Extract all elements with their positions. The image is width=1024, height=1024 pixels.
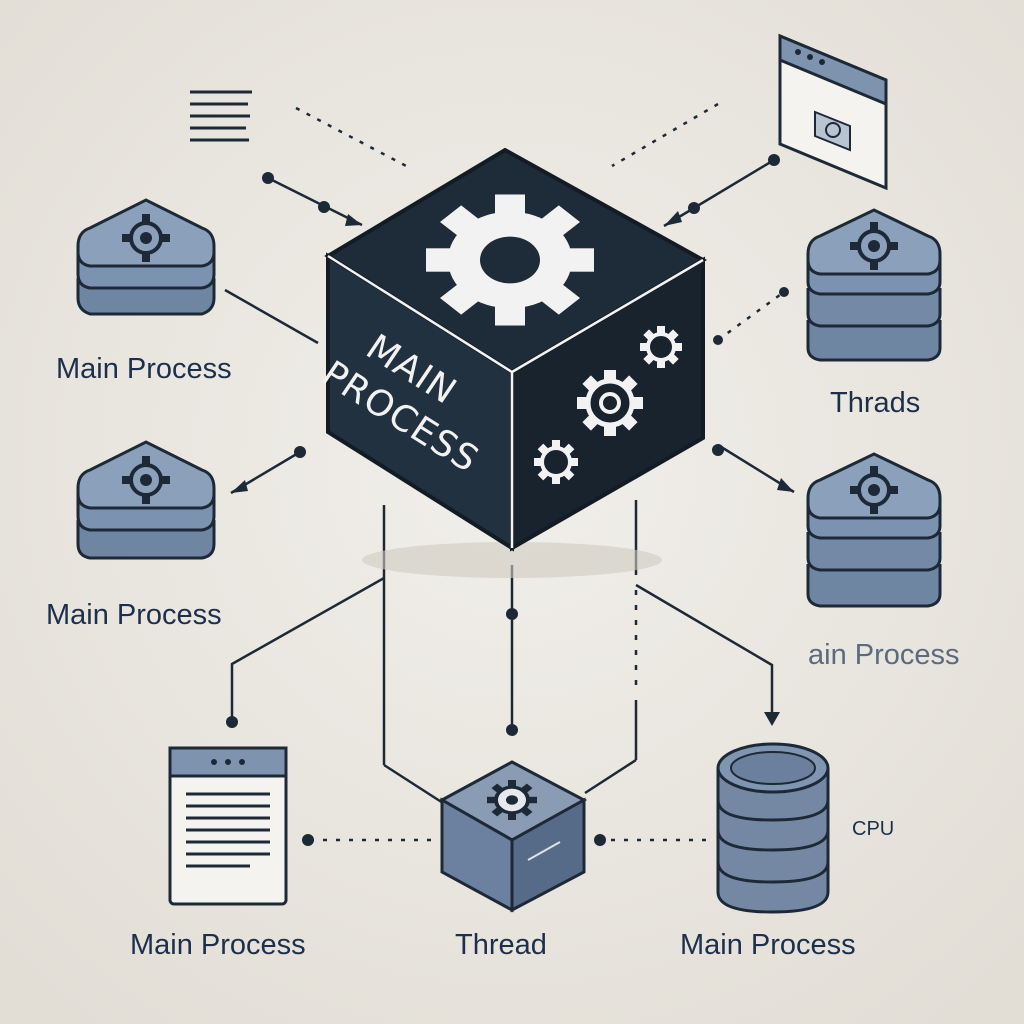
endpoint-dot: [226, 716, 238, 728]
server-stack-icon: [806, 452, 942, 608]
connector-line: [584, 758, 637, 795]
connector-arrow: [267, 176, 363, 227]
endpoint-dot: [712, 444, 724, 456]
server-stack-icon: [76, 198, 216, 316]
gear-icon: [487, 780, 537, 820]
connector-line: [224, 288, 319, 345]
connector-line: [383, 763, 444, 805]
label-main-process-bottom-left: Main Process: [130, 929, 306, 961]
label-thread: Thread: [455, 929, 547, 961]
arrowhead: [345, 214, 362, 226]
connector-arrow: [663, 158, 775, 228]
gear-icon: [426, 194, 594, 326]
endpoint-dot: [779, 287, 789, 297]
gear-icon: [122, 214, 170, 262]
endpoint-dot: [294, 446, 306, 458]
connector-endpoints: [226, 154, 794, 846]
endpoint-dot: [768, 154, 780, 166]
labels: Main Process Main Process Thrads ain Pro…: [46, 353, 960, 961]
arrowhead: [777, 478, 794, 492]
connector-dashed: [611, 102, 719, 168]
server-stack-icon: [806, 208, 942, 362]
label-main-process-left-top: Main Process: [56, 353, 232, 385]
endpoint-dot: [302, 834, 314, 846]
label-main-process-bottom-right: Main Process: [680, 929, 856, 961]
arrowhead: [231, 480, 248, 493]
endpoint-dot: [594, 834, 606, 846]
endpoint-dot: [318, 201, 330, 213]
arrowhead: [664, 211, 682, 226]
label-cpu: CPU: [852, 818, 894, 840]
gear-icon: [850, 466, 898, 514]
gear-icon: [850, 222, 898, 270]
database-cylinder-icon: [716, 742, 830, 914]
list-lines-icon: [190, 90, 252, 142]
label-thrads: Thrads: [830, 387, 920, 419]
connector-dashed: [717, 290, 785, 342]
gear-icon: [534, 440, 578, 484]
label-main-process-left-middle: Main Process: [46, 599, 222, 631]
gear-icon: [122, 456, 170, 504]
endpoint-dot: [506, 724, 518, 736]
connector-line: [635, 583, 774, 712]
document-icon: [168, 746, 288, 906]
endpoint-dot: [262, 172, 274, 184]
endpoint-dot: [713, 335, 723, 345]
server-stack-icon: [76, 440, 216, 560]
connector-line: [230, 576, 385, 722]
arrowhead: [764, 712, 780, 726]
browser-window-icon: [778, 33, 888, 191]
endpoint-dot: [506, 608, 518, 620]
label-main-process-right-middle: ain Process: [808, 639, 960, 671]
cube-icon: [438, 760, 588, 913]
endpoint-dot: [688, 202, 700, 214]
